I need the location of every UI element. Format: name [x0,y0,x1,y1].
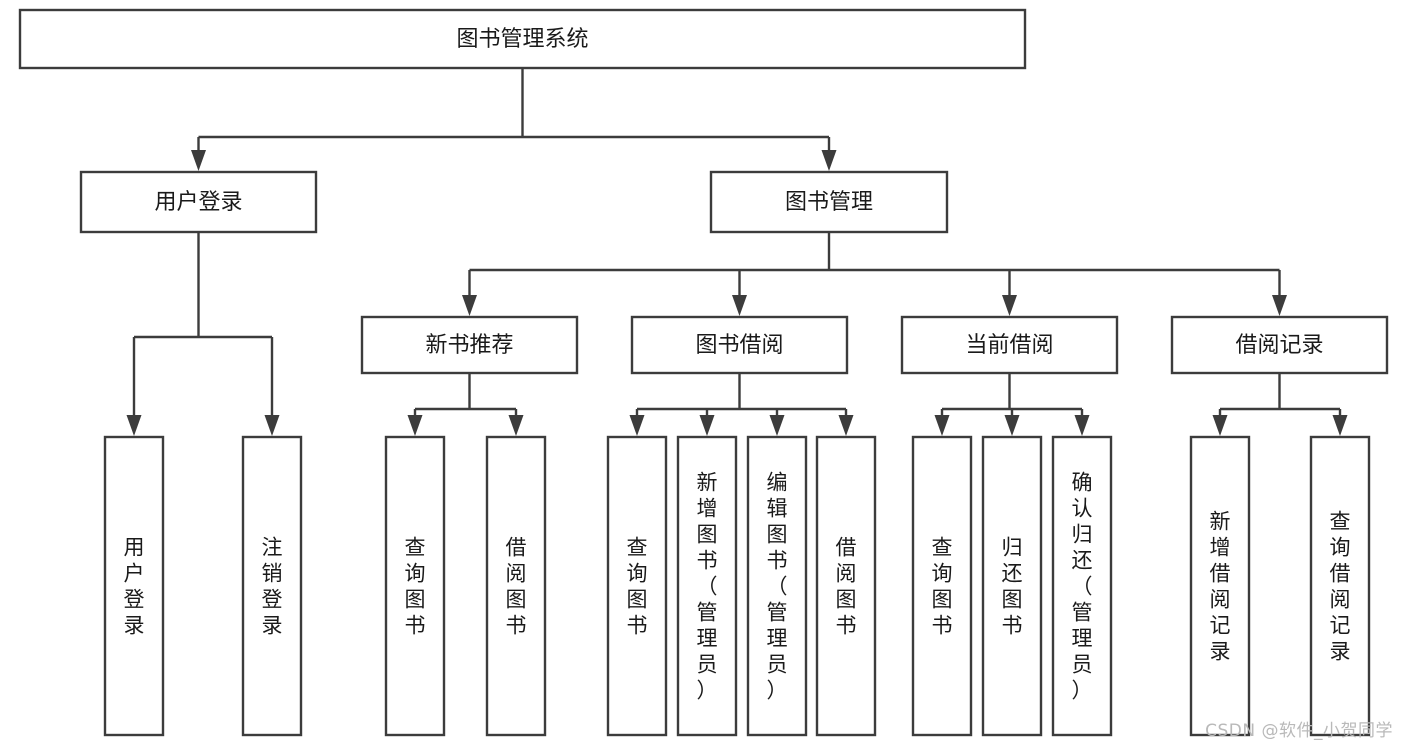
arrow-head-icon [1272,295,1287,316]
node-label-leaf-rec-query: 查询借阅记录 [1330,509,1351,663]
arrow-head-icon [699,415,715,436]
node-leaf-cur-query[interactable]: 查询图书 [911,435,973,737]
node-newbook[interactable]: 新书推荐 [360,315,579,375]
arrow-head-icon [264,415,280,436]
arrow-head-icon [1332,415,1348,436]
node-leaf-bq-query[interactable]: 查询图书 [606,435,668,737]
node-leaf-rec-query[interactable]: 查询借阅记录 [1309,435,1371,737]
arrow-head-icon [407,415,423,436]
arrow-head-icon [769,415,785,436]
arrow-head-icon [1074,415,1090,436]
node-box-leaf-new-borrow[interactable] [485,435,547,737]
node-leaf-logout[interactable]: 注销登录 [241,435,303,737]
node-label-leaf-new-query: 查询图书 [405,535,426,637]
node-box-leaf-bq-add[interactable] [676,435,738,737]
node-box-newbook[interactable] [360,315,579,375]
node-label-leaf-rec-add: 新增借阅记录 [1210,509,1231,663]
connector-group-bookmgr [462,232,1287,316]
node-current[interactable]: 当前借阅 [900,315,1119,375]
node-label-borrow: 图书借阅 [695,333,783,358]
node-label-newbook: 新书推荐 [425,333,513,358]
connector-group-records [1212,373,1348,436]
node-leaf-new-borrow[interactable]: 借阅图书 [485,435,547,737]
node-leaf-bq-borrow[interactable]: 借阅图书 [815,435,877,737]
arrow-head-icon [732,295,747,316]
connector-group-newbook [407,373,524,436]
csdn-watermark: CSDN @软件_小贺同学 [1205,721,1393,741]
node-box-login[interactable] [79,170,318,234]
node-label-leaf-cur-return: 归还图书 [1002,535,1023,637]
connector-layer [126,68,1348,436]
node-label-bookmgr: 图书管理 [785,190,873,215]
node-leaf-rec-add[interactable]: 新增借阅记录 [1189,435,1251,737]
node-label-root: 图书管理系统 [456,27,588,52]
node-leaf-cur-return[interactable]: 归还图书 [981,435,1043,737]
node-leaf-bq-edit[interactable]: 编辑图书（管理员） [746,435,808,737]
node-leaf-user-login[interactable]: 用户登录 [103,435,165,737]
node-label-login: 用户登录 [154,190,242,215]
node-leaf-cur-confirm[interactable]: 确认归还（管理员） [1051,435,1113,737]
node-box-current[interactable] [900,315,1119,375]
node-label-leaf-logout: 注销登录 [262,535,283,637]
node-label-leaf-bq-query: 查询图书 [627,535,648,637]
connector-group-root [191,68,837,171]
node-records[interactable]: 借阅记录 [1170,315,1389,375]
arrow-head-icon [629,415,645,436]
arrow-head-icon [934,415,950,436]
node-leaf-bq-add[interactable]: 新增图书（管理员） [676,435,738,737]
node-box-leaf-new-query[interactable] [384,435,446,737]
arrow-head-icon [191,150,206,171]
node-box-leaf-cur-query[interactable] [911,435,973,737]
node-label-leaf-cur-confirm: 确认归还（管理员） [1072,470,1093,702]
node-label-leaf-bq-edit: 编辑图书（管理员） [767,470,788,702]
arrow-head-icon [1212,415,1228,436]
node-box-borrow[interactable] [630,315,849,375]
node-label-leaf-cur-query: 查询图书 [932,535,953,637]
node-label-leaf-new-borrow: 借阅图书 [506,535,527,637]
node-layer: 图书管理系统用户登录图书管理新书推荐图书借阅当前借阅借阅记录用户登录注销登录查询… [18,8,1389,737]
node-borrow[interactable]: 图书借阅 [630,315,849,375]
arrow-head-icon [838,415,854,436]
node-login[interactable]: 用户登录 [79,170,318,234]
node-root[interactable]: 图书管理系统 [18,8,1027,70]
arrow-head-icon [1002,295,1017,316]
node-box-root[interactable] [18,8,1027,70]
node-bookmgr[interactable]: 图书管理 [709,170,949,234]
node-box-bookmgr[interactable] [709,170,949,234]
connector-group-borrow [629,373,854,436]
arrow-head-icon [462,295,477,316]
node-box-leaf-bq-borrow[interactable] [815,435,877,737]
node-box-leaf-logout[interactable] [241,435,303,737]
node-box-leaf-cur-return[interactable] [981,435,1043,737]
node-box-leaf-cur-confirm[interactable] [1051,435,1113,737]
arrow-head-icon [1004,415,1020,436]
node-box-leaf-bq-query[interactable] [606,435,668,737]
arrow-head-icon [126,415,142,436]
connector-group-current [934,373,1090,436]
arrow-head-icon [508,415,524,436]
node-label-leaf-bq-add: 新增图书（管理员） [697,470,718,702]
node-label-leaf-bq-borrow: 借阅图书 [836,535,857,637]
node-box-leaf-user-login[interactable] [103,435,165,737]
node-label-leaf-user-login: 用户登录 [124,535,145,637]
node-box-leaf-bq-edit[interactable] [746,435,808,737]
node-label-current: 当前借阅 [965,333,1053,358]
node-leaf-new-query[interactable]: 查询图书 [384,435,446,737]
node-label-records: 借阅记录 [1235,333,1323,358]
node-box-leaf-rec-add[interactable] [1189,435,1251,737]
node-box-leaf-rec-query[interactable] [1309,435,1371,737]
connector-group-login [126,232,280,436]
arrow-head-icon [821,150,837,171]
node-box-records[interactable] [1170,315,1389,375]
